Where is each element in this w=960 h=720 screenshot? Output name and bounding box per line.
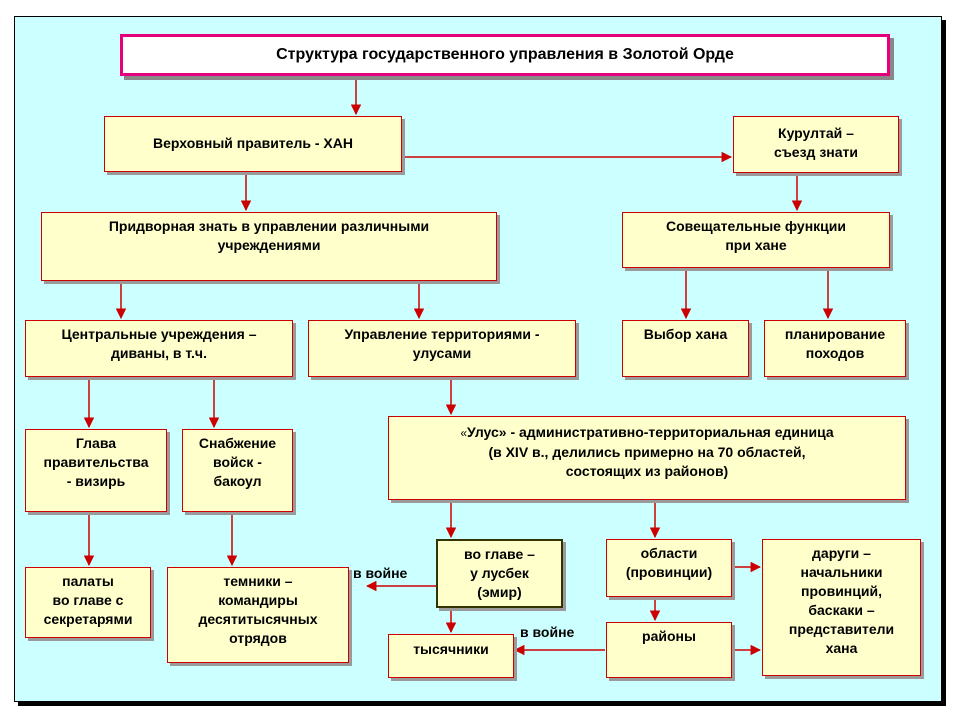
ulus-text: Улус» - административно-территориальная …: [467, 424, 834, 479]
ulus-quote-prefix: «: [460, 426, 468, 440]
node-kurultai: Курултай – съезд знати: [733, 116, 899, 173]
node-vizier: Глава правительства - визирь: [25, 429, 167, 512]
node-regions: области (провинции): [606, 539, 732, 597]
label-war-bottom: в войне: [520, 624, 575, 640]
diagram-title: Структура государственного управления в …: [120, 34, 890, 76]
node-campaigns: планирование походов: [764, 320, 906, 377]
node-advisory: Совещательные функции при хане: [622, 212, 890, 268]
node-elect-khan: Выбор хана: [622, 320, 749, 377]
node-thousand: тысячники: [388, 634, 514, 678]
node-supply: Снабжение войск - бакоул: [182, 429, 293, 512]
node-ulusbek: во главе – у лусбек (эмир): [436, 539, 563, 608]
node-territory: Управление территориями - улусами: [308, 320, 576, 377]
node-districts: районы: [606, 622, 732, 678]
node-daruga: даруги – начальники провинций, баскаки –…: [762, 539, 921, 676]
node-chambers: палаты во главе с секретарями: [25, 567, 151, 638]
node-temniki: темники – командиры десятитысячных отряд…: [167, 567, 349, 663]
label-war-left: в войне: [353, 565, 408, 581]
node-nobility: Придворная знать в управлении различными…: [41, 212, 497, 281]
node-khan: Верховный правитель - ХАН: [104, 116, 402, 172]
node-central: Центральные учреждения – диваны, в т.ч.: [25, 320, 293, 377]
node-ulus: «Улус» - административно-территориальная…: [388, 416, 906, 500]
